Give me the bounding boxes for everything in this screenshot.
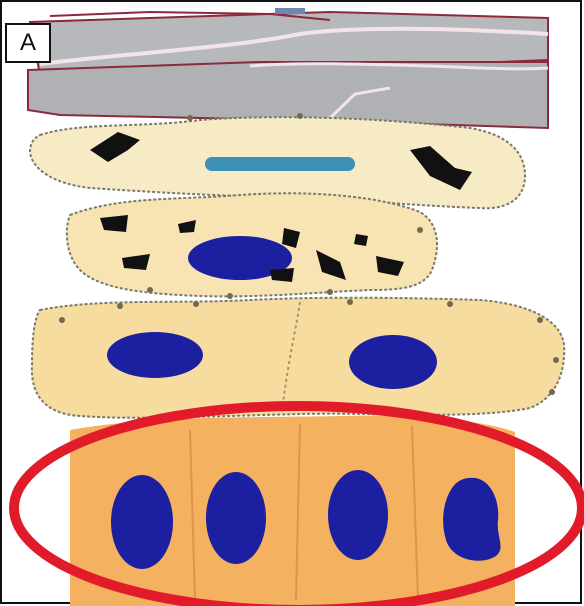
stratum-basale (70, 416, 515, 606)
stratum-corneum (28, 8, 548, 128)
desmosome (147, 287, 153, 293)
desmosome (347, 299, 353, 305)
desmosome (297, 113, 303, 119)
nucleus (111, 475, 173, 569)
keratohyalin-granule (354, 234, 368, 246)
desmosome (417, 227, 423, 233)
corneum-blue-fleck (275, 8, 305, 14)
nucleus (328, 470, 388, 560)
desmosome (187, 115, 193, 121)
upper-spinosum (67, 193, 437, 296)
nucleus (107, 332, 203, 378)
desmosome (59, 317, 65, 323)
nucleus (443, 478, 500, 561)
desmosome (549, 389, 555, 395)
nucleus (206, 472, 266, 564)
desmosome (447, 301, 453, 307)
lower-spinosum (32, 298, 564, 418)
desmosome (227, 293, 233, 299)
desmosome (553, 357, 559, 363)
desmosome (327, 289, 333, 295)
desmosome (537, 317, 543, 323)
nucleus (349, 335, 437, 389)
keratohyalin-granule (100, 215, 128, 232)
panel-label: A (5, 23, 51, 63)
desmosome (117, 303, 123, 309)
keratohyalin-granule (270, 268, 294, 282)
flattened-nucleus (205, 157, 355, 171)
desmosome (193, 301, 199, 307)
